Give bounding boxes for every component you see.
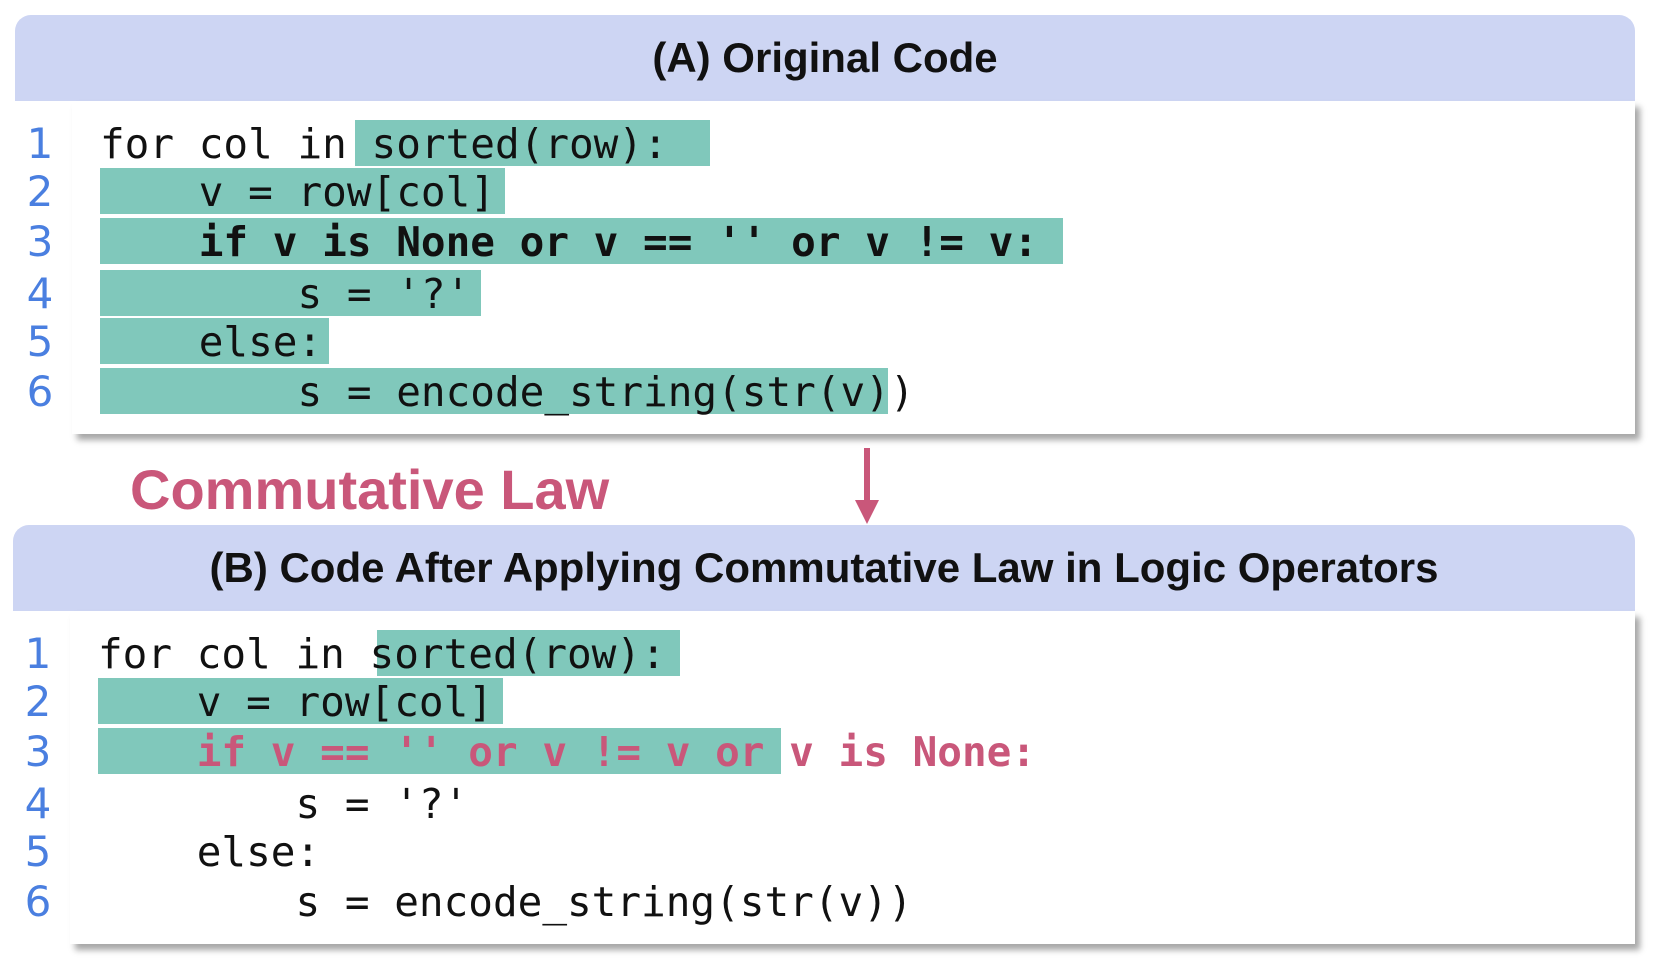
highlight: [377, 630, 680, 676]
line-number: 2: [26, 167, 54, 216]
line-number: 6: [26, 367, 54, 416]
line-number: 3: [24, 727, 52, 776]
line-number: 2: [24, 677, 52, 726]
line-number: 4: [26, 269, 54, 318]
code-line: else:: [100, 318, 323, 366]
highlight: [98, 728, 781, 774]
panel-b-title: (B) Code After Applying Commutative Law …: [209, 544, 1439, 591]
highlight: [100, 368, 888, 414]
highlight: [98, 678, 503, 724]
highlight: [100, 270, 481, 316]
code-line: s = '?': [100, 270, 471, 318]
panel-b-code-box: [70, 611, 1635, 944]
code-line: for col in sorted(row):: [100, 120, 668, 168]
transformation-label: Commutative Law: [130, 458, 610, 521]
highlight: [100, 168, 505, 214]
code-line: else:: [98, 828, 321, 876]
code-line: s = '?': [98, 780, 469, 828]
panel-a-title: (A) Original Code: [652, 34, 998, 81]
line-number: 3: [26, 217, 54, 266]
line-number: 4: [24, 779, 52, 828]
line-number: 1: [26, 119, 54, 168]
panel-b-header: (B) Code After Applying Commutative Law …: [13, 525, 1635, 611]
line-number: 5: [26, 317, 54, 366]
line-number: 6: [24, 877, 52, 926]
code-line: if v is None or v == '' or v != v:: [100, 218, 1038, 266]
down-arrow-icon: [855, 448, 879, 524]
code-line: for col in sorted(row):: [98, 630, 666, 678]
code-line: v = row[col]: [100, 168, 495, 216]
highlight: [100, 218, 1063, 264]
panel-a-header: (A) Original Code: [15, 15, 1635, 101]
highlight: [100, 318, 329, 364]
highlight: [355, 120, 710, 166]
code-line: s = encode_string(str(v)): [98, 878, 913, 926]
code-line: s = encode_string(str(v)): [100, 368, 915, 416]
line-number: 1: [24, 629, 52, 678]
code-line-changed: if v == '' or v != v or v is None:: [98, 728, 1036, 776]
code-line: v = row[col]: [98, 678, 493, 726]
line-number: 5: [24, 827, 52, 876]
